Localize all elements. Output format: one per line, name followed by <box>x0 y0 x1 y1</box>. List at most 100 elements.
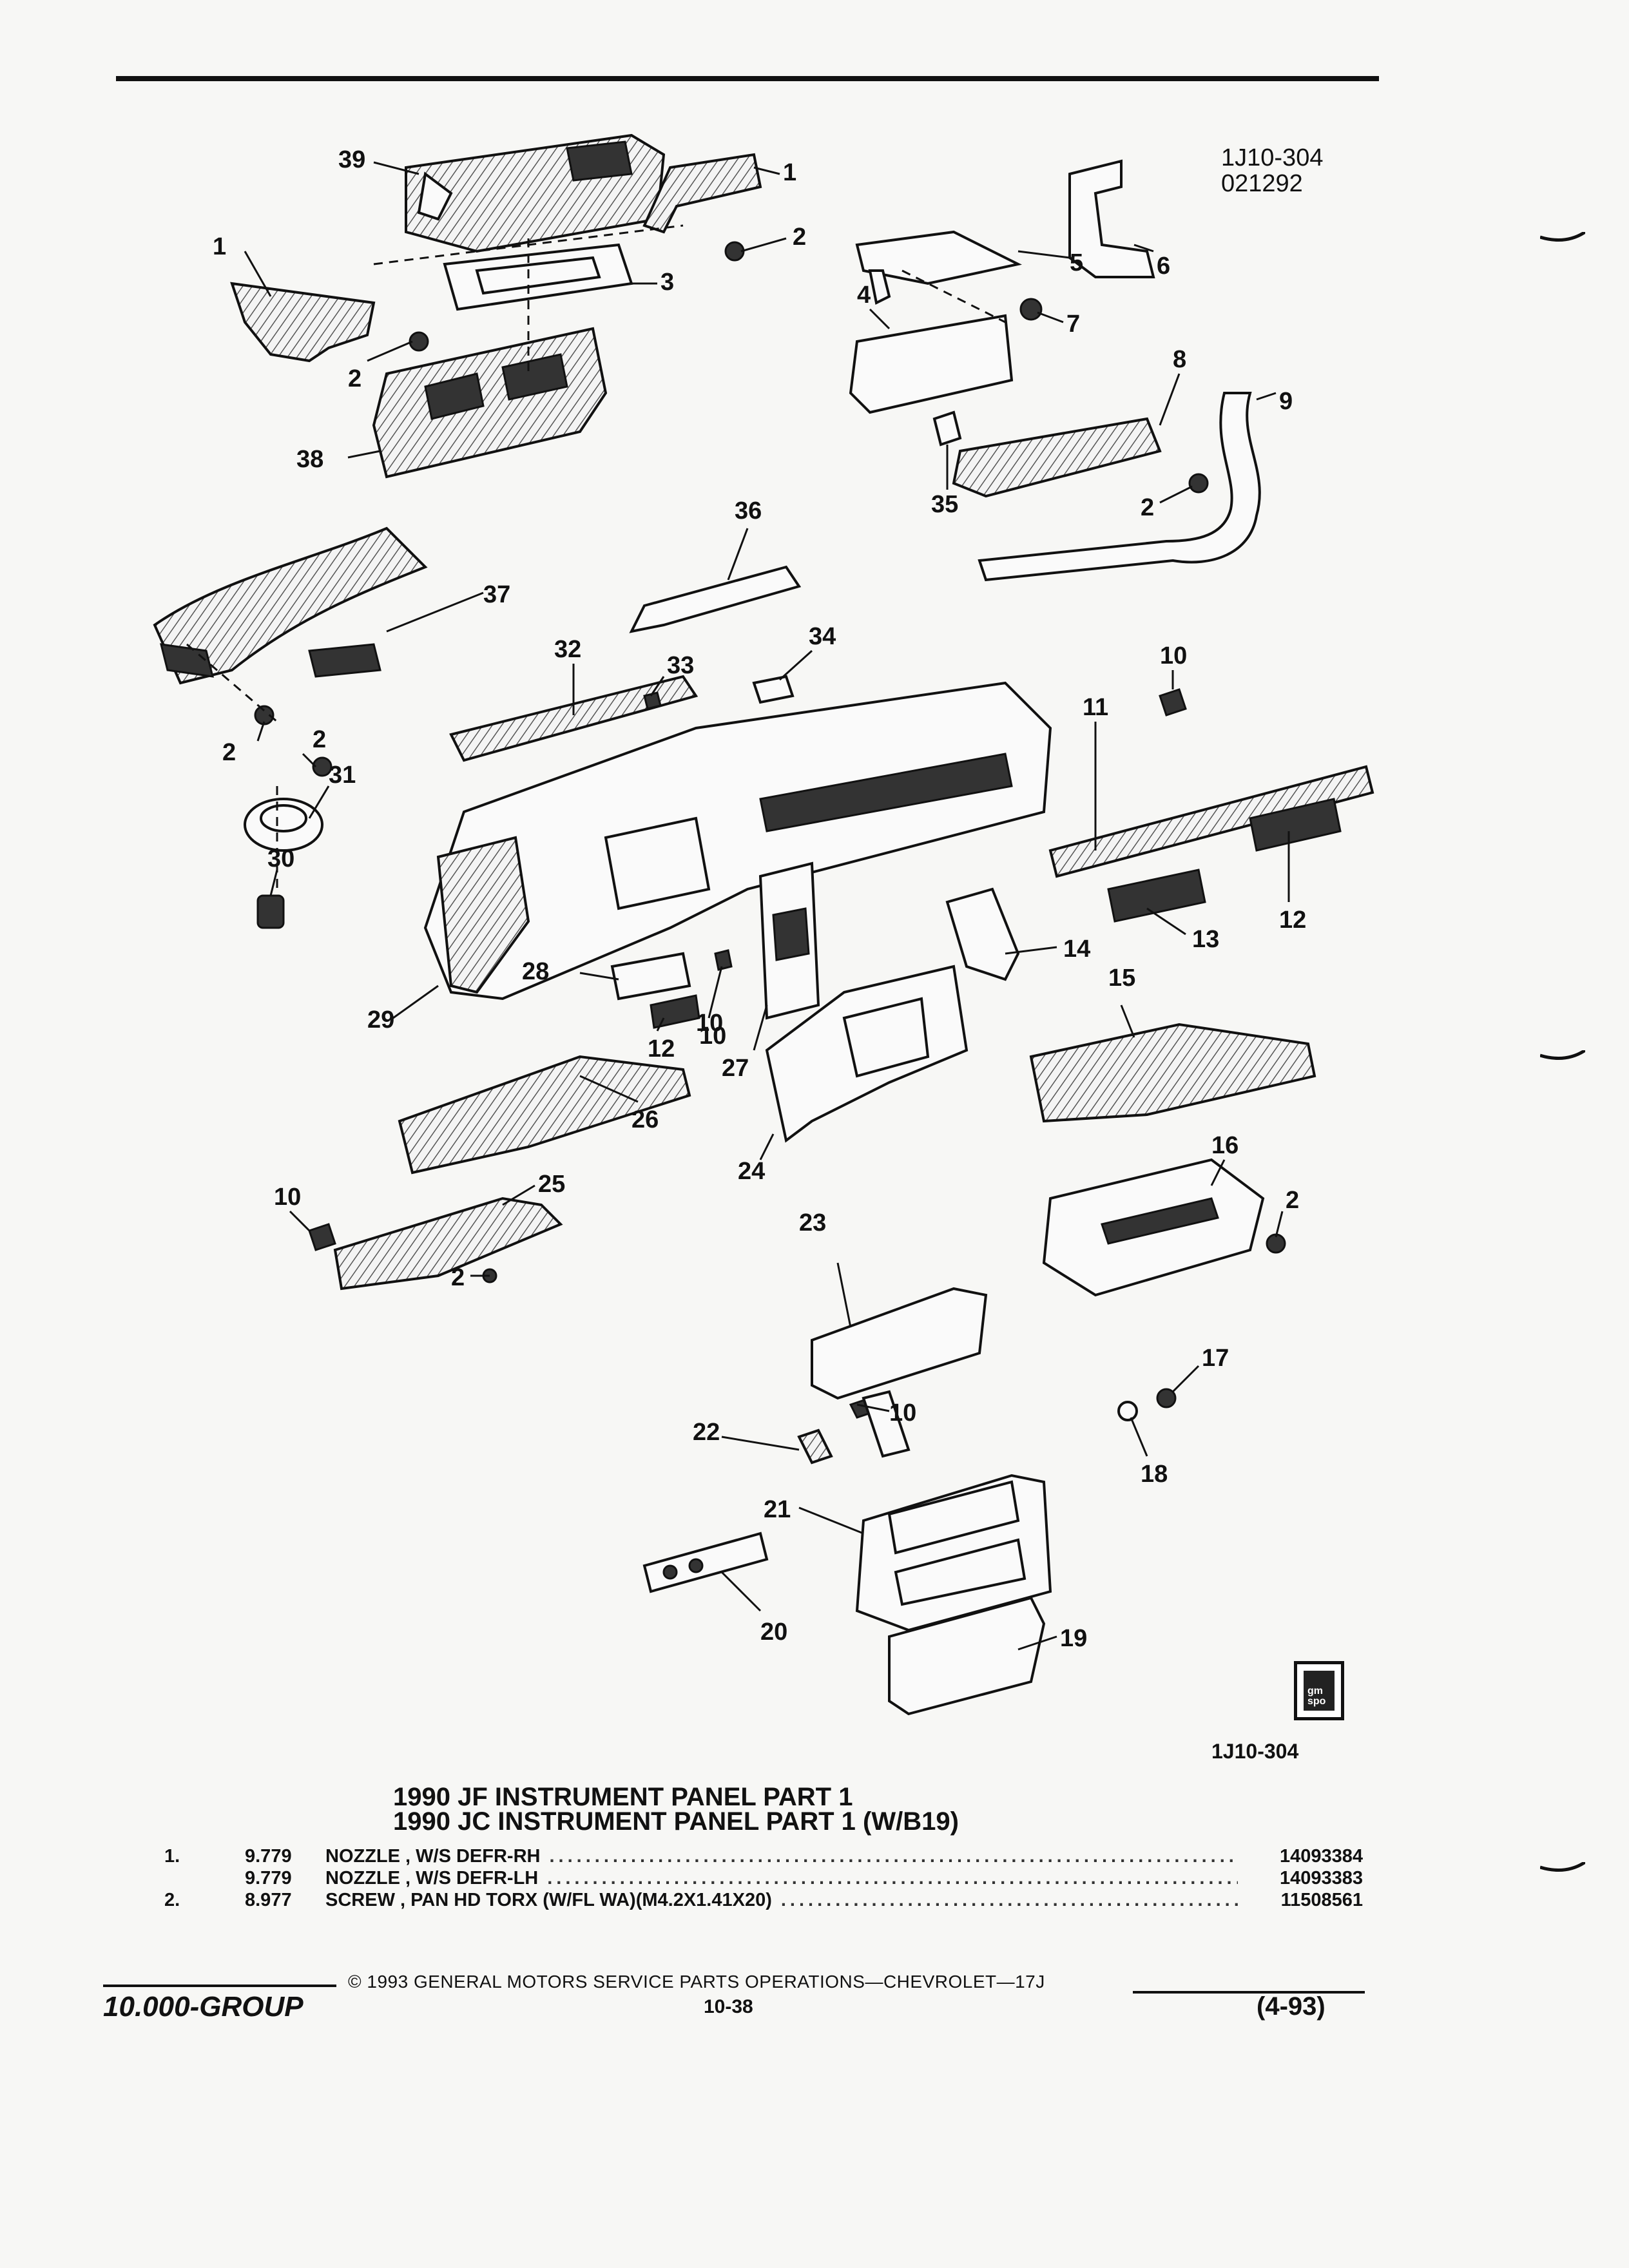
part-description: NOZZLE , W/S DEFR-LH <box>325 1868 539 1888</box>
part-14-bracket <box>945 887 1020 981</box>
leader-lines <box>244 161 1290 1651</box>
callout-7: 7 <box>1066 311 1080 338</box>
callout-39: 39 <box>338 146 365 173</box>
part-group-code: 9.779 <box>245 1846 292 1867</box>
part-37-defroster-duct <box>153 526 428 685</box>
instrument-panel-main <box>423 681 1052 1001</box>
callout-2g: 2 <box>451 1264 465 1291</box>
callout-1: 1 <box>783 159 796 186</box>
callout-26: 26 <box>631 1106 659 1133</box>
part-group-code: 8.977 <box>245 1890 292 1910</box>
part-28-cover <box>610 952 691 1001</box>
part-34-clip <box>752 675 795 704</box>
gm-spo-logo: gm spo <box>1294 1661 1344 1720</box>
part-9-hose <box>978 392 1261 582</box>
callout-15: 15 <box>1108 965 1135 992</box>
part-5-bracket <box>855 230 1022 305</box>
callout-labels: 39 1 2 5 6 4 7 3 1 2 38 8 9 35 2 36 37 3… <box>213 146 1306 1652</box>
part-group-code: 9.779 <box>245 1868 292 1888</box>
part-17-18-fasteners <box>1117 1388 1177 1421</box>
part-1-nozzle-rh <box>642 153 762 234</box>
gm-spo-logo-inner <box>1304 1671 1335 1711</box>
part-number: 14093383 <box>1279 1868 1363 1888</box>
callout-38: 38 <box>296 446 323 473</box>
parts-row: 1. 9.779 NOZZLE , W/S DEFR-RH ..........… <box>164 1845 1363 1867</box>
callout-2c: 2 <box>1141 494 1154 521</box>
parts-row: 2. 8.977 SCREW , PAN HD TORX (W/FL WA)(M… <box>164 1889 1363 1911</box>
part-20-control <box>642 1532 769 1593</box>
part-number: 11508561 <box>1280 1890 1363 1910</box>
figure-code: 1J10-304 <box>1211 1740 1299 1763</box>
callout-6: 6 <box>1157 253 1170 280</box>
footer-date: (4-93) <box>1257 1992 1325 2021</box>
callout-10d: 10 <box>274 1184 301 1211</box>
callout-32: 32 <box>554 636 581 663</box>
binding-mark <box>1540 1862 1585 1872</box>
page-titles: 1990 JF INSTRUMENT PANEL PART 1 1990 JC … <box>393 1783 959 1836</box>
footer-page-number: 10-38 <box>704 1996 753 2017</box>
part-25-knee-bolster <box>333 1196 563 1291</box>
callout-30: 30 <box>267 845 294 872</box>
footer-rule-right <box>1133 1991 1365 1994</box>
callout-2: 2 <box>793 224 806 251</box>
dot-leader: ........................................… <box>547 1868 1238 1888</box>
callout-2b: 2 <box>348 365 361 392</box>
part-16-glove-box <box>1042 1158 1265 1297</box>
part-1-nozzle-lh <box>230 282 376 363</box>
diagram-svg: 39 1 2 5 6 4 7 3 1 2 38 8 9 35 2 36 37 3… <box>153 133 1374 1716</box>
callout-9: 9 <box>1279 388 1293 415</box>
part-13-vent <box>1107 869 1206 923</box>
part-35-clip <box>932 410 962 447</box>
part-32-grille <box>449 675 699 762</box>
gm-spo-logo-text: gm spo <box>1307 1686 1326 1707</box>
part-3-gasket <box>443 243 633 311</box>
title-line1: 1990 JF INSTRUMENT PANEL PART 1 <box>393 1783 853 1811</box>
callout-35: 35 <box>931 491 958 518</box>
part-26-lower-panel <box>398 1055 691 1175</box>
part-21-console-bezel <box>855 1474 1052 1632</box>
callout-31: 31 <box>329 762 356 789</box>
part-24-cluster-bezel <box>765 965 969 1143</box>
callout-12: 12 <box>1279 907 1306 934</box>
callout-10: 10 <box>1160 642 1187 669</box>
part-27-bracket <box>758 861 820 1020</box>
callout-28: 28 <box>522 958 549 985</box>
part-4-module <box>849 314 1014 414</box>
part-6-clip <box>1068 159 1155 278</box>
parts-list: 1. 9.779 NOZZLE , W/S DEFR-RH ..........… <box>164 1845 1363 1911</box>
callout-22: 22 <box>693 1419 720 1446</box>
part-22-clip <box>797 1428 833 1465</box>
part-item-number: 1. <box>164 1846 180 1867</box>
part-38-lower-duct <box>372 327 608 479</box>
callout-34: 34 <box>809 623 836 650</box>
exploded-parts-diagram: 39 1 2 5 6 4 7 3 1 2 38 8 9 35 2 36 37 3… <box>116 116 1418 1765</box>
callout-17: 17 <box>1202 1345 1229 1372</box>
callout-19: 19 <box>1060 1625 1087 1652</box>
part-23-bracket <box>811 1287 988 1458</box>
callout-10e: 10 <box>889 1399 916 1427</box>
callout-10b: 10 <box>696 1010 723 1037</box>
dot-leader: ........................................… <box>780 1890 1238 1910</box>
callout-21: 21 <box>764 1496 791 1523</box>
part-15-reinforcement <box>1029 1023 1316 1123</box>
binding-mark <box>1540 1050 1585 1060</box>
callout-16: 16 <box>1211 1132 1239 1159</box>
callout-3: 3 <box>660 269 674 296</box>
callout-5: 5 <box>1070 249 1083 276</box>
binding-mark <box>1540 232 1585 242</box>
title-line2: 1990 JC INSTRUMENT PANEL PART 1 (W/B19) <box>393 1807 959 1836</box>
callout-11: 11 <box>1083 694 1108 721</box>
callout-10c: 10 <box>699 1023 726 1050</box>
part-7-nut <box>1019 298 1043 321</box>
reference-code: 1J10-304 021292 <box>1221 145 1323 197</box>
callout-20: 20 <box>760 1619 787 1646</box>
callout-13: 13 <box>1192 926 1219 953</box>
part-number: 14093384 <box>1279 1846 1363 1867</box>
reference-code-line2: 021292 <box>1221 170 1303 197</box>
callout-24: 24 <box>738 1158 765 1185</box>
callout-1b: 1 <box>213 233 226 260</box>
callout-25: 25 <box>538 1171 565 1198</box>
callout-27: 27 <box>722 1055 749 1082</box>
part-30-switch <box>256 894 285 929</box>
part-description: SCREW , PAN HD TORX (W/FL WA)(M4.2X1.41X… <box>325 1890 772 1910</box>
